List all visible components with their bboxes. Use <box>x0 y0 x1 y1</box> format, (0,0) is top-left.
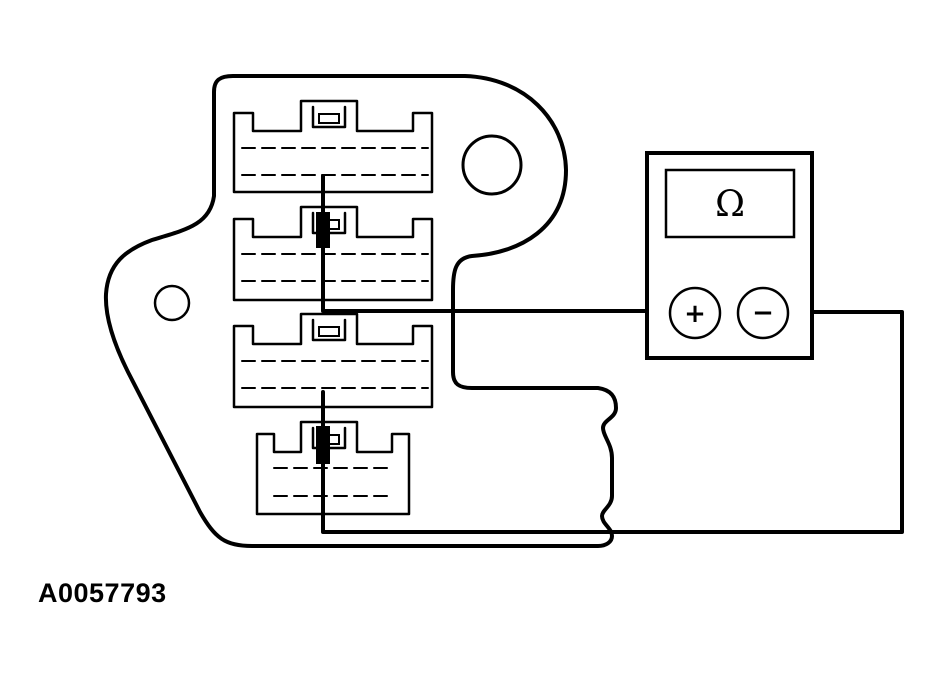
bracket-outline <box>103 74 618 548</box>
meter-display <box>664 168 796 239</box>
positive-terminal <box>668 286 722 340</box>
mounting-hole-small <box>153 284 191 322</box>
ohm-symbol: Ω <box>715 184 745 225</box>
connector-1 <box>232 99 434 194</box>
probe-tip-icon <box>316 212 330 248</box>
connector-4 <box>255 420 411 516</box>
connector-3 <box>232 312 434 409</box>
probe-tip-icon <box>316 426 330 464</box>
negative-terminal <box>736 286 790 340</box>
positive-test-lead <box>316 174 672 313</box>
connector-2 <box>232 205 434 302</box>
positive-terminal-label: + <box>684 299 706 329</box>
mounting-hole-large <box>461 134 523 196</box>
negative-terminal-label: − <box>752 298 774 328</box>
negative-test-lead <box>316 310 904 534</box>
ohmmeter-icon: Ω + − <box>645 151 814 360</box>
figure-id: A0057793 <box>38 578 167 608</box>
